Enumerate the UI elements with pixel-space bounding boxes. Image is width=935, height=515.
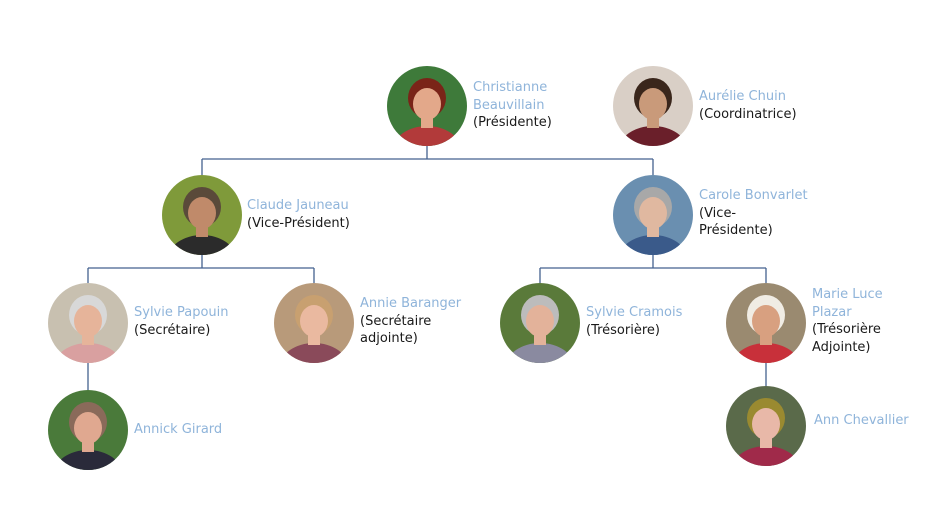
member-name: Annick Girard bbox=[134, 422, 223, 437]
member-name: Aurélie Chuin bbox=[699, 89, 786, 104]
member-name: Sylvie Cramois bbox=[586, 305, 683, 320]
label-marie-luce-plazar: Marie Luce Plazar (Trésorière Adjointe) bbox=[812, 286, 883, 356]
label-carole-bonvarlet: Carole Bonvarlet (Vice- Présidente) bbox=[699, 187, 808, 240]
label-annick-girard: Annick Girard bbox=[134, 421, 222, 439]
label-claude-jauneau: Claude Jauneau (Vice-Président) bbox=[247, 197, 350, 232]
label-sylvie-cramois: Sylvie Cramois (Trésorière) bbox=[586, 304, 682, 339]
label-christianne-beauvillain: Christianne Beauvillain (Présidente) bbox=[473, 79, 552, 132]
member-name: Claude Jauneau bbox=[247, 198, 349, 213]
member-name: Beauvillain bbox=[473, 97, 545, 113]
portrait-sylvie-papouin bbox=[48, 283, 128, 363]
member-role: (Vice- bbox=[699, 205, 737, 221]
member-name: Marie Luce bbox=[812, 287, 883, 302]
portrait-annick-girard bbox=[48, 390, 128, 470]
label-annie-baranger: Annie Baranger (Secrétaire adjointe) bbox=[360, 295, 461, 348]
label-aurelie-chuin: Aurélie Chuin (Coordinatrice) bbox=[699, 88, 797, 123]
connector-claude bbox=[87, 254, 315, 283]
member-name: Carole Bonvarlet bbox=[699, 188, 808, 203]
member-name: Sylvie Papouin bbox=[134, 305, 229, 320]
portrait-annie-baranger bbox=[274, 283, 354, 363]
portrait-marie-luce-plazar bbox=[726, 283, 806, 363]
member-role: (Secrétaire) bbox=[134, 322, 211, 338]
label-sylvie-papouin: Sylvie Papouin (Secrétaire) bbox=[134, 304, 229, 339]
connector-carole bbox=[539, 254, 767, 283]
member-role: adjointe) bbox=[360, 331, 418, 346]
portrait-carole-bonvarlet bbox=[613, 175, 693, 255]
member-name: Plazar bbox=[812, 304, 852, 320]
member-name: Ann Chevallier bbox=[814, 413, 909, 428]
portrait-claude-jauneau bbox=[162, 175, 242, 255]
portrait-christianne-beauvillain bbox=[387, 66, 467, 146]
member-role: (Coordinatrice) bbox=[699, 106, 797, 122]
member-role: Présidente) bbox=[699, 223, 773, 238]
label-ann-chevallier: Ann Chevallier bbox=[814, 412, 909, 430]
portrait-aurelie-chuin bbox=[613, 66, 693, 146]
member-name: Christianne bbox=[473, 80, 548, 95]
portrait-ann-chevallier bbox=[726, 386, 806, 466]
member-role: (Présidente) bbox=[473, 115, 552, 130]
member-role: (Trésorière) bbox=[586, 322, 660, 338]
connector-president bbox=[201, 146, 654, 175]
member-role: (Trésorière bbox=[812, 322, 881, 337]
portrait-sylvie-cramois bbox=[500, 283, 580, 363]
member-role: Adjointe) bbox=[812, 339, 871, 355]
member-name: Annie Baranger bbox=[360, 296, 462, 311]
member-role: (Secrétaire bbox=[360, 313, 432, 329]
member-role: (Vice-Président) bbox=[247, 215, 350, 231]
